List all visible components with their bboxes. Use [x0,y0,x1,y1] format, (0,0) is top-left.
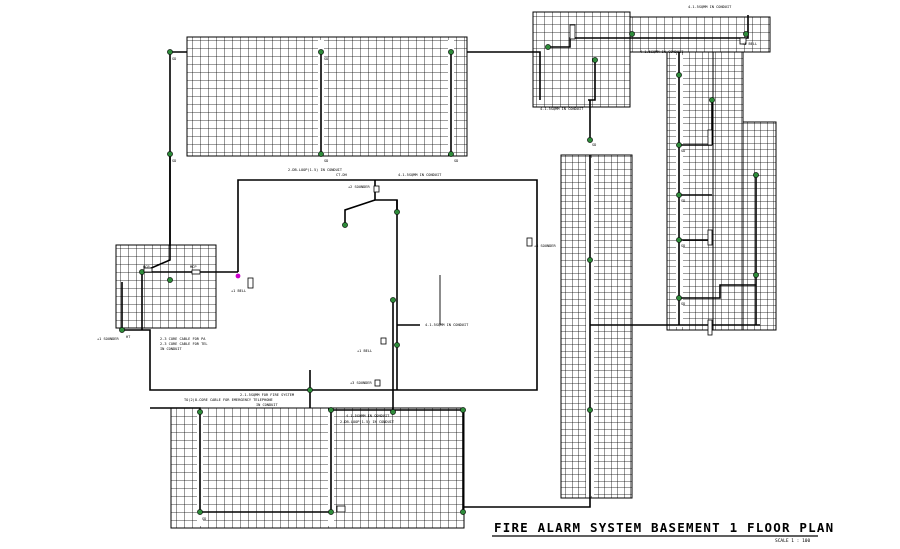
grid-blocks [115,11,777,529]
annotation-n10: +3 SOUNDER [350,381,372,385]
device-tag: SD [454,159,458,163]
device-tag: SD [172,159,176,163]
annotations: 2-DB-LOOP(1.5) IN CONDUIT CT-DH 4-1.5SQM… [97,5,757,424]
annotation-n17: IN CONDUIT [160,347,182,351]
grid-block-bottom [170,407,465,529]
annotation-n18: 2-1.5SQMM FOR FIRE SYSTEM [240,393,295,397]
grid-block-top-right-strip [629,16,771,53]
annotation-n5: 4-1.5SQMM IN CONDUIT [540,107,584,111]
device-tag: SD [324,159,328,163]
annotation-n11: +1 SOUNDER [97,337,119,341]
annotation-n14: +1 BELL [742,42,757,46]
device-tag: SD [592,143,596,147]
annotation-n8: +2 SOUNDER [348,185,370,189]
annotation-n13: +1 BELL [231,289,246,293]
grid-block-top-right [532,11,631,108]
annotation-n15: 2-3 CORE CABLE FOR PA [160,337,206,341]
drawing-scale: SCALE 1 : 100 [775,538,811,544]
annotation-n20: IN CONDUIT [256,403,278,407]
annotation-n1: 2-DB-LOOP(1.5) IN CONDUIT [288,168,343,172]
grid-block-left [115,244,217,329]
manual-call-point [235,273,241,279]
annotation-n4: 4-1.5SQMM IN CONDUIT [688,5,732,9]
annotation-n22: 2-DB-LOOP(1.5) IN CONDUIT [340,420,395,424]
annotation-n16: 2-3 CORE CABLE FOR TEL [160,342,208,346]
grid-block-top [186,36,468,157]
device-tag: SD [681,302,685,306]
grid-block-right-column-2 [712,51,744,331]
device-tag: SD [324,57,328,61]
title-block: FIRE ALARM SYSTEM BASEMENT 1 FLOOR PLAN … [492,520,834,544]
annotation-n12: +1 BELL [357,349,372,353]
annotation-n6: 4-1.5SQMM IN CONDUIT [425,323,469,327]
annotation-n2: CT-DH [336,173,347,177]
device-tag: SD [681,199,685,203]
device-tag: SD [172,57,176,61]
device-tag: SD [681,149,685,153]
device-tag: SD [202,517,206,521]
annotation-n19: TO(2)8-CORE CABLE FOR EMERGENCY TELEPHON… [184,398,273,402]
grid-block-center-column [560,154,633,499]
device-tag: MCP [190,265,197,269]
grid-block-right-column-3 [742,121,777,331]
grid-block-right-column-1 [666,51,714,331]
device-tag: HT [126,335,131,339]
annotation-n3: 4-1.5SQMM IN CONDUIT [398,173,442,177]
annotation-n21: 4-1.5SQMM IN CONDUIT [640,50,684,54]
device-tags: SD SD SD SD SD MCP MCP HT SD SD SD SD SD… [126,57,685,521]
annotation-n9: +4 SOUNDER [534,244,556,248]
annotation-n7: 4-1.5SQMM IN CONDUIT [346,414,390,418]
device-tag: MCP [143,265,150,269]
device-tag: SD [681,244,685,248]
panels [143,24,747,513]
devices [119,31,759,515]
drawing-title: FIRE ALARM SYSTEM BASEMENT 1 FLOOR PLAN [494,520,834,535]
